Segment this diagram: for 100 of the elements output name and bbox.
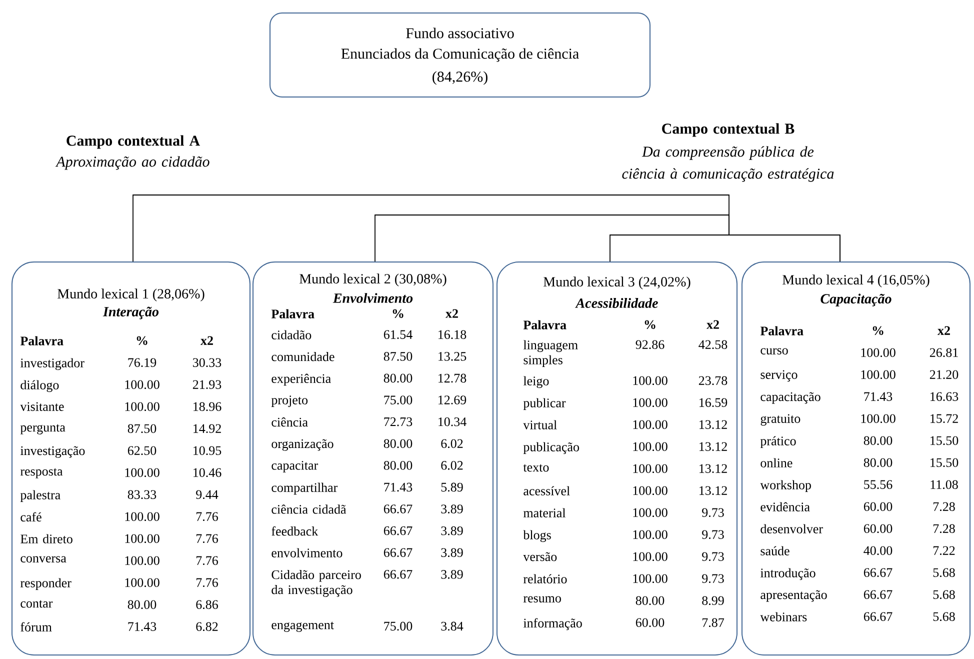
table-cell: 80.00 [128, 600, 156, 610]
table-cell: 100.00 [861, 414, 896, 424]
table-cell: 7.28 [934, 524, 955, 534]
table-cell: workshop [760, 480, 811, 492]
table-cell: 80.00 [864, 458, 892, 468]
field-subtitle: Aproximação ao cidadão [55, 156, 210, 170]
table-cell: apresentação [760, 590, 827, 602]
table-cell: introdução [760, 568, 816, 580]
field-heading: Campo contextual B [662, 123, 794, 137]
table-cell: texto [523, 464, 549, 472]
table-cell: 80.00 [384, 461, 412, 470]
table-cell: café [20, 512, 42, 522]
table-cell: 100.00 [125, 556, 160, 566]
table-cell: 5.68 [933, 568, 955, 578]
table-cell: 100.00 [633, 552, 668, 562]
table-cell: 100.00 [633, 486, 668, 496]
table-cell: 7.76 [196, 512, 218, 521]
table-cell: 16.59 [700, 398, 728, 407]
title-text: Enunciados da Comunicação de ciência [341, 48, 579, 62]
table-cell: 21.93 [192, 380, 222, 389]
table-cell: 87.50 [384, 352, 412, 361]
table-cell: 100.00 [125, 380, 160, 390]
table-cell: 6.86 [196, 600, 218, 610]
table-cell: 100.00 [125, 468, 160, 478]
table-cell: 13.12 [700, 420, 727, 429]
table-cell: 7.28 [934, 502, 955, 512]
table-cell: 7.22 [934, 546, 955, 555]
table-cell: 100.00 [633, 574, 668, 584]
table-cell: 9.73 [702, 530, 724, 539]
table-cell: 100.00 [125, 512, 160, 522]
table-cell: versão [523, 552, 557, 562]
table-cell: 12.78 [438, 374, 466, 383]
table-cell: saúde [760, 546, 790, 556]
table-cell: 9.73 [702, 552, 724, 561]
box-subtitle: Capacitação [820, 294, 892, 306]
table-cell: 100.00 [125, 534, 160, 544]
table-cell: 100.00 [633, 464, 668, 474]
table-cell: diálogo [20, 380, 59, 392]
table-cell: 18.96 [194, 402, 222, 412]
table-cell: capacitação [760, 392, 820, 404]
table-cell: 71.43 [864, 392, 892, 401]
table-cell: 66.67 [864, 612, 892, 621]
table-cell: 6.82 [196, 622, 218, 632]
dendrogram-line [132, 194, 840, 262]
table-cell: fórum [20, 622, 52, 632]
box-title: Mundo lexical 2 (30,08%) [300, 274, 446, 286]
table-cell: 92.86 [636, 340, 664, 350]
table-cell: 9.73 [702, 574, 724, 583]
table-cell: 10.34 [438, 417, 466, 426]
field-subtitle: Da compreensão pública de ciência à comunicação estratégica [622, 146, 834, 182]
table-header: Palavra [523, 320, 566, 330]
table-cell: 7.87 [702, 618, 724, 628]
table-header: Palavra [760, 326, 804, 336]
table-cell: publicação [523, 442, 580, 454]
table-cell: 5.89 [441, 482, 463, 492]
table-cell: 71.43 [384, 482, 412, 492]
table-cell: investigador [20, 358, 84, 370]
title-text: (84,26%) [432, 71, 488, 85]
table-cell: 11.08 [930, 480, 958, 490]
box-subtitle: Interação [102, 306, 159, 320]
table-cell: 62.50 [128, 446, 156, 456]
table-cell: 13.25 [438, 352, 466, 361]
table-cell: 13.12 [700, 486, 727, 495]
table-header: % [392, 309, 404, 318]
table-cell: acessível [524, 486, 570, 496]
table-cell: 100.00 [125, 402, 160, 412]
table-cell: envolvimento [272, 548, 342, 558]
table-cell: 66.67 [384, 570, 412, 579]
table-cell: 3.89 [441, 526, 463, 536]
table-cell: 87.50 [128, 424, 156, 434]
table-cell: 15.50 [930, 458, 958, 468]
table-header: x2 [938, 326, 950, 335]
table-header: x2 [200, 336, 213, 345]
table-cell: feedback [272, 526, 318, 536]
table-cell: 100.00 [125, 578, 160, 588]
table-cell: 3.84 [441, 622, 464, 631]
table-cell: ciência cidadã [272, 504, 346, 514]
table-cell: 6.02 [441, 439, 463, 448]
table-cell: online [760, 458, 792, 468]
table-cell: informação [523, 618, 582, 630]
table-cell: 80.00 [636, 596, 664, 606]
table-cell: 16.63 [930, 392, 958, 401]
table-cell: cidadão [272, 330, 312, 340]
table-cell: 60.00 [636, 618, 664, 628]
table-cell: 83.33 [128, 490, 156, 500]
table-cell: Em direto [20, 534, 72, 544]
table-cell: 100.00 [633, 420, 668, 430]
table-header: Palavra [271, 309, 314, 318]
table-header: % [644, 320, 656, 330]
table-cell: investigação [20, 446, 85, 458]
table-cell: 3.89 [441, 548, 463, 558]
table-cell: 66.67 [384, 504, 412, 514]
table-header: x2 [446, 309, 458, 318]
table-cell: 100.00 [633, 376, 668, 386]
table-cell: ciência [272, 417, 308, 427]
table-cell: 9.44 [196, 490, 218, 499]
table-cell: 9.73 [702, 508, 724, 517]
table-cell: compartilhar [272, 482, 338, 495]
table-cell: virtual [523, 420, 557, 430]
field-heading: Campo contextual A [66, 135, 200, 149]
